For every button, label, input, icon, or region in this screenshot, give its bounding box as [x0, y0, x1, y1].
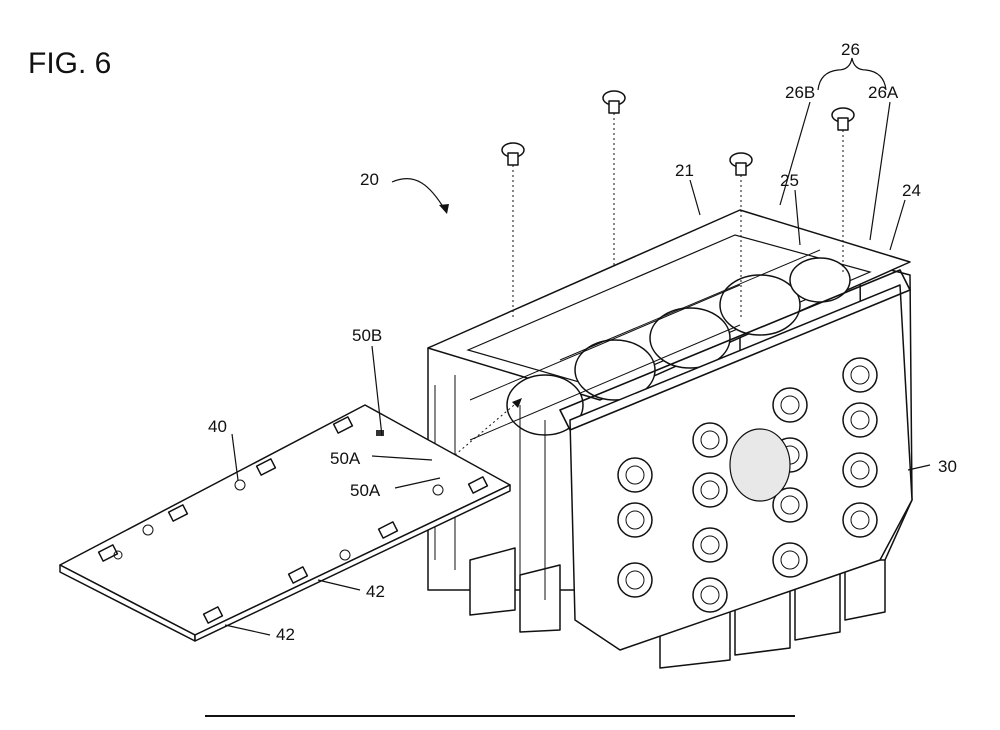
label-50B: 50B [352, 326, 382, 345]
screw-2 [603, 91, 625, 265]
label-50A-upper: 50A [330, 449, 361, 468]
label-42-upper: 42 [366, 582, 385, 601]
label-50A-lower: 50A [350, 481, 381, 500]
label-20: 20 [360, 170, 379, 189]
label-24: 24 [902, 181, 921, 200]
screw-1 [502, 143, 524, 320]
label-42-lower: 42 [276, 625, 295, 644]
label-25: 25 [780, 171, 799, 190]
battery-module-20 [428, 210, 912, 668]
label-26: 26 [841, 40, 860, 59]
label-21: 21 [675, 161, 694, 180]
figure-title: FIG. 6 [28, 47, 111, 80]
label-40: 40 [208, 417, 227, 436]
label-30: 30 [938, 457, 957, 476]
label-26B: 26B [785, 83, 815, 102]
label-26A: 26A [868, 83, 899, 102]
